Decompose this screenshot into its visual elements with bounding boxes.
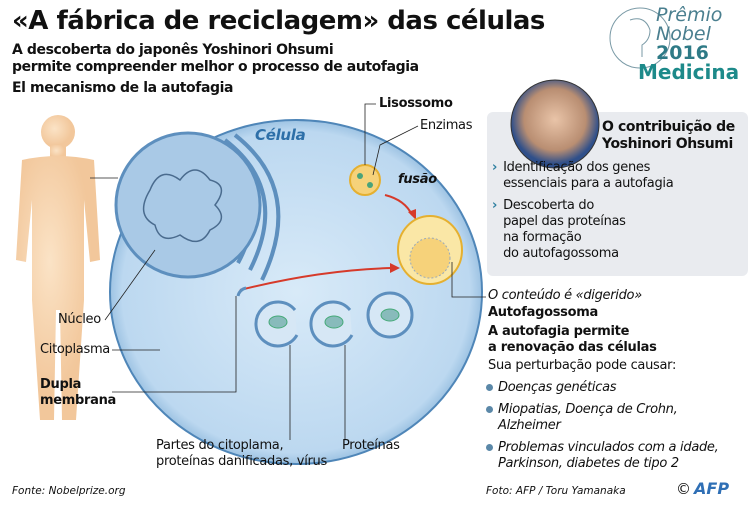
list-item: Miopatias, Doença de Crohn,Alzheimer [486, 402, 718, 434]
nobel-logo: Prêmio Nobel 2016 Medicina [638, 4, 740, 84]
cytoplasm-label: Citoplasma [40, 342, 110, 357]
afp-logo: AFP [694, 479, 730, 498]
photo-credit: Foto: AFP / Toru Yamanaka [486, 485, 626, 497]
info-intro: Sua perturbação pode causar: [488, 358, 677, 373]
disease-list: Doenças genéticas Miopatias, Doença de C… [486, 380, 719, 472]
page-title: «A fábrica de reciclagem» das células [12, 6, 545, 36]
lysosome-label: Lisossomo [379, 96, 453, 111]
bullet-icon [486, 444, 493, 451]
fusion-label: fusão [398, 172, 437, 187]
ohsumi-photo [510, 79, 600, 169]
autophagosome-label: Autofagossoma [488, 305, 598, 320]
human-body-icon [16, 115, 100, 420]
subtitle: A descoberta do japonês Yoshinori Ohsumi… [12, 42, 419, 75]
enzymes-label: Enzimas [420, 118, 473, 133]
bullet-icon [486, 384, 493, 391]
lysosome [349, 164, 381, 196]
section-heading: El mecanismo de la autofagia [12, 80, 234, 96]
list-item: Problemas vinculados com a idade,Parkins… [486, 440, 719, 472]
nobel-medal-icon [609, 7, 671, 69]
nucleus-label: Núcleo [58, 312, 101, 327]
cell-label: Célula [255, 126, 306, 144]
copyright-icon: © [676, 480, 691, 498]
list-item: Doenças genéticas [486, 380, 718, 396]
chevron-right-icon: › [492, 160, 498, 175]
proteins-label: Proteínas [342, 438, 400, 453]
nucleus [114, 131, 262, 279]
chevron-right-icon: › [492, 198, 498, 213]
source-credit: Fonte: Nobelprize.org [12, 485, 126, 497]
cytoplasm-parts-label: Partes do citoplama,proteínas danificada… [156, 438, 327, 469]
bullet-icon [486, 406, 493, 413]
digested-label: O conteúdo é «digerido» [488, 288, 642, 303]
